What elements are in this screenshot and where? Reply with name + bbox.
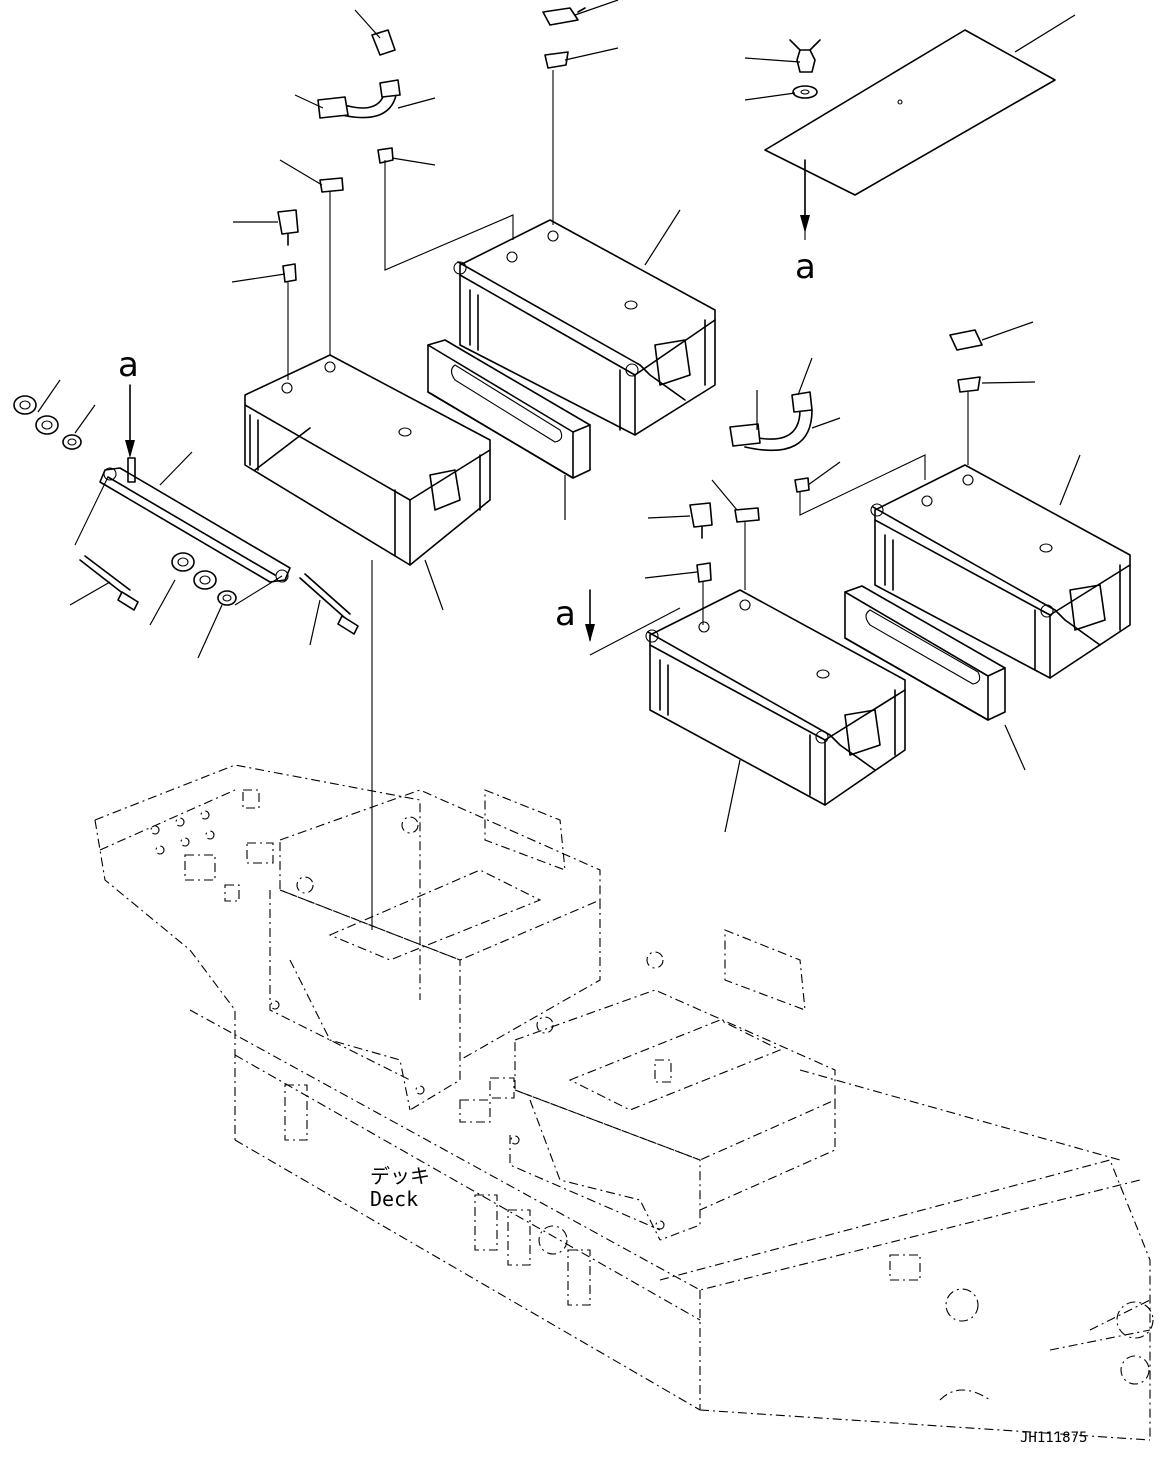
terminal-clamp-top bbox=[544, 51, 569, 69]
view-arrow-a-lower: a bbox=[555, 589, 595, 642]
battery-upper-right bbox=[453, 219, 716, 436]
j-bolt-right bbox=[299, 573, 359, 635]
svg-text:a: a bbox=[118, 345, 139, 385]
terminal-cap-top bbox=[542, 7, 586, 26]
battery-tray-left bbox=[269, 789, 601, 1111]
drawing-number: JH111875 bbox=[1020, 1430, 1087, 1446]
svg-text:a: a bbox=[555, 594, 576, 634]
svg-text:a: a bbox=[795, 247, 816, 287]
hold-down-bar bbox=[99, 457, 291, 583]
assembly-centerlines bbox=[74, 70, 969, 930]
spacer-pad-upper bbox=[427, 339, 591, 479]
leader-lines bbox=[37, 0, 1081, 833]
deck-frame bbox=[94, 764, 1154, 1441]
nut-set-right bbox=[171, 552, 237, 606]
battery-lower-left bbox=[645, 589, 906, 806]
battery-tray-right bbox=[509, 929, 836, 1241]
spacer-pad-lower bbox=[844, 585, 1006, 721]
nut-set-left bbox=[13, 395, 82, 450]
deck-label-jp: デッキ bbox=[370, 1164, 430, 1188]
terminal-clamps-upper bbox=[277, 147, 394, 283]
view-arrow-a-cover: a bbox=[795, 159, 816, 287]
cable-lower bbox=[729, 391, 813, 452]
battery-cover-plate bbox=[764, 29, 1056, 196]
view-arrow-a-left: a bbox=[118, 345, 139, 458]
battery-upper-left bbox=[244, 354, 491, 566]
battery-lower-right bbox=[870, 464, 1131, 679]
cable-upper bbox=[317, 79, 401, 119]
terminal-clamps-lower bbox=[689, 329, 983, 583]
j-bolt-left bbox=[79, 555, 139, 611]
deck-label-en: Deck bbox=[370, 1187, 418, 1211]
